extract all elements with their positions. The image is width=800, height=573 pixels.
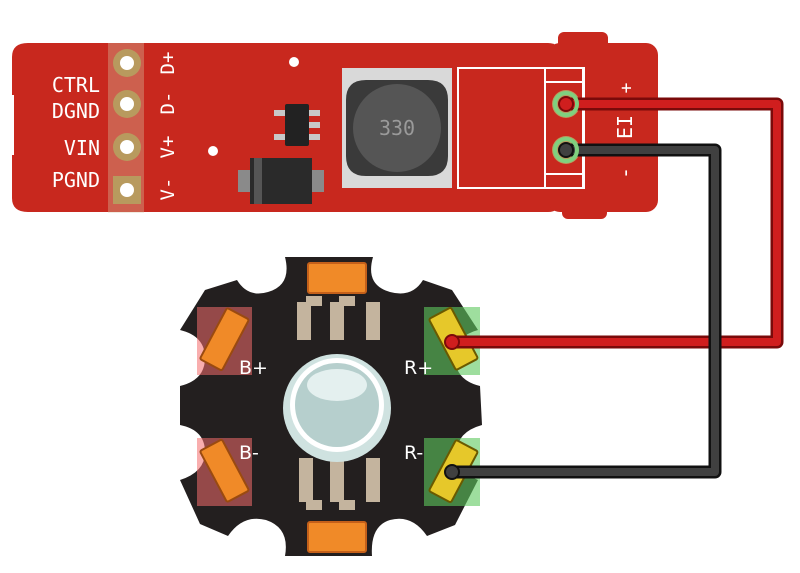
pin-header — [108, 43, 144, 213]
led-driver-board: CTRL DGND VIN PGND D+ D- V+ V- — [0, 32, 658, 219]
output-label-plus: + — [616, 82, 637, 93]
output-label-ei: EI — [613, 115, 637, 139]
star-led-board: B+ B- R+ R- — [180, 257, 482, 556]
output-label-minus: - — [613, 167, 637, 179]
pin-pgnd[interactable] — [113, 176, 141, 204]
pin-label-d-minus: D- — [157, 92, 179, 115]
inductor: 330 — [342, 68, 452, 188]
bottom-pad — [307, 521, 367, 553]
silk-dot — [289, 57, 299, 67]
driver-board-connector-tab — [548, 43, 658, 212]
pin-ctrl[interactable] — [113, 49, 141, 77]
pin-label-d-plus: D+ — [157, 52, 179, 75]
pad-label-b-plus: B+ — [239, 357, 268, 379]
led-traces — [297, 296, 380, 510]
top-pad — [307, 262, 367, 294]
pin-vin[interactable] — [113, 133, 141, 161]
ic-chip — [274, 104, 320, 146]
pin-label-ctrl: CTRL — [52, 73, 100, 97]
pin-dgnd[interactable] — [113, 90, 141, 118]
inductor-marking: 330 — [379, 116, 415, 140]
pad-b-minus[interactable] — [197, 438, 252, 506]
pad-b-plus[interactable] — [197, 307, 252, 375]
pad-label-b-minus: B- — [239, 442, 259, 464]
terminal-ring-negative — [553, 137, 579, 163]
terminal-ring-positive — [553, 91, 579, 117]
led-lens — [283, 354, 391, 462]
black-wire[interactable] — [444, 142, 722, 480]
pin-label-v-minus: V- — [157, 178, 179, 201]
pin-label-pgnd: PGND — [52, 168, 100, 192]
red-wire[interactable] — [444, 96, 784, 350]
pin-label-vin: VIN — [64, 136, 100, 160]
pin-label-dgnd: DGND — [52, 99, 100, 123]
pad-label-r-minus: R- — [404, 442, 423, 464]
diode — [238, 158, 324, 204]
silk-dot — [208, 146, 218, 156]
pin-label-v-plus: V+ — [157, 136, 179, 159]
pad-label-r-plus: R+ — [404, 357, 433, 379]
